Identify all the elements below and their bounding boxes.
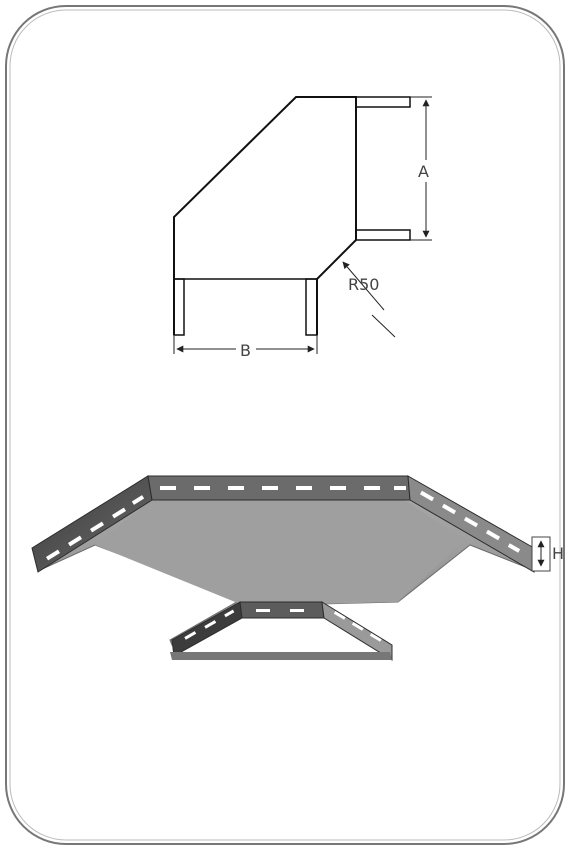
flange-right-lower	[355, 229, 411, 241]
dimension-h: H	[531, 536, 564, 572]
dimension-a: A	[410, 96, 432, 241]
tray-3d-render	[31, 475, 535, 661]
outline-drawing	[173, 96, 411, 336]
card-frame	[5, 5, 565, 845]
dimension-radius-label: R50	[348, 275, 379, 294]
leg-right	[305, 278, 318, 336]
slots-back-right	[419, 490, 521, 553]
flange-front	[239, 601, 325, 619]
flange-top	[355, 96, 411, 108]
slots-back	[160, 486, 406, 490]
slots-front	[184, 609, 382, 642]
dimension-a-label: A	[418, 162, 429, 181]
dimension-b: B	[173, 335, 318, 360]
dimension-radius: R50	[342, 261, 396, 338]
leg-left	[173, 278, 185, 336]
card-frame-inner	[9, 9, 561, 841]
slots-back-left	[46, 495, 145, 561]
tray-front-lip	[170, 652, 392, 660]
dimension-h-label: H	[552, 544, 564, 563]
dimension-b-label: B	[240, 341, 251, 360]
tray-base-surface	[95, 497, 465, 606]
